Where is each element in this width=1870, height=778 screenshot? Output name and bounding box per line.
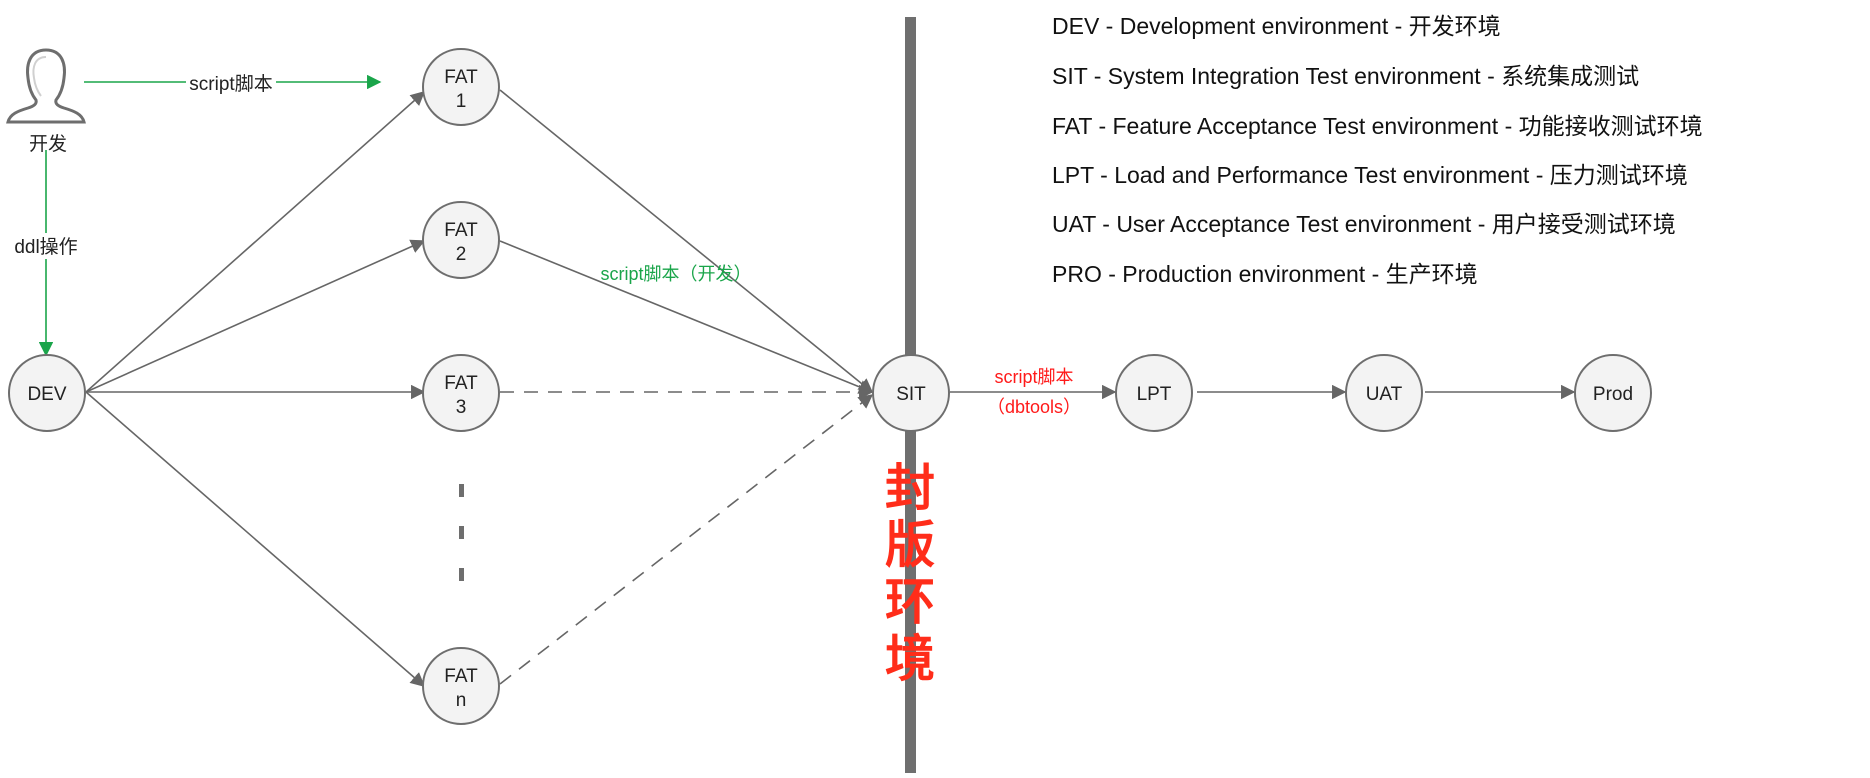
node-fatn-label-line2: n: [456, 690, 467, 711]
node-fat1-label-line1: FAT: [444, 67, 478, 88]
node-sit[interactable]: [872, 354, 950, 432]
edge-fat2-sit: [499, 240, 874, 394]
node-dev-label: DEV: [27, 384, 66, 405]
developer-edges: [38, 74, 382, 357]
node-fat2-label-line2: 2: [456, 244, 467, 265]
node-fatn-label-line1: FAT: [444, 666, 478, 687]
legend-line-uat: UAT - User Acceptance Test environment -…: [1052, 211, 1676, 237]
node-uat[interactable]: [1345, 354, 1423, 432]
svg-text:版: 版: [885, 517, 935, 573]
legend-line-pro: PRO - Production environment - 生产环境: [1052, 261, 1478, 287]
legend-line-lpt: LPT - Load and Performance Test environm…: [1052, 162, 1688, 188]
developer-label: 开发: [29, 133, 67, 155]
node-fat2-label-line1: FAT: [444, 220, 478, 241]
node-fat1[interactable]: [422, 48, 500, 126]
svg-text:封: 封: [885, 460, 935, 516]
edge-dev-fat1: [85, 91, 426, 393]
legend-line-dev: DEV - Development environment - 开发环境: [1052, 13, 1501, 39]
edge-fatn-sit: [499, 394, 874, 685]
edge-label-ddl: ddl操作: [14, 236, 77, 258]
edge-label-sit-lpt-line2: （dbtools）: [987, 397, 1081, 417]
node-fat3-label-line2: 3: [456, 397, 467, 418]
node-dev[interactable]: [8, 354, 86, 432]
node-fat3[interactable]: [422, 354, 500, 432]
freeze-environment-label: 封 版 环 境: [885, 460, 935, 687]
node-fat3-label-line1: FAT: [444, 373, 478, 394]
edge-label-fat2-sit: script脚本（开发）: [600, 264, 751, 284]
node-fat2[interactable]: [422, 201, 500, 279]
node-prod-label: Prod: [1593, 384, 1633, 405]
node-lpt-label: LPT: [1137, 384, 1172, 405]
edge-label-sit-lpt-line1: script脚本: [994, 367, 1073, 387]
node-fatn[interactable]: [422, 647, 500, 725]
node-lpt[interactable]: [1115, 354, 1193, 432]
legend: DEV - Development environment - 开发环境 SIT…: [1052, 13, 1703, 287]
edge-label-developer-fat1: script脚本: [189, 73, 272, 95]
fat-ellipsis: [459, 484, 464, 581]
edges: [85, 89, 1576, 687]
legend-line-fat: FAT - Feature Acceptance Test environmen…: [1052, 113, 1703, 139]
nodes: [8, 48, 1652, 725]
node-uat-label: UAT: [1366, 384, 1403, 405]
legend-line-sit: SIT - System Integration Test environmen…: [1052, 63, 1639, 89]
node-fat1-label-line2: 1: [456, 91, 467, 112]
node-prod[interactable]: [1574, 354, 1652, 432]
svg-text:环: 环: [885, 574, 935, 630]
person-silhouette-icon: [6, 48, 86, 124]
node-sit-label: SIT: [896, 384, 926, 405]
svg-text:境: 境: [885, 631, 935, 687]
node-labels: DEV FAT 1 FAT 2 FAT 3 FAT n SIT LPT UAT …: [27, 67, 1633, 711]
edge-dev-fat2: [85, 239, 426, 393]
edge-dev-fatn: [85, 391, 426, 687]
edge-fat1-sit: [499, 89, 874, 393]
